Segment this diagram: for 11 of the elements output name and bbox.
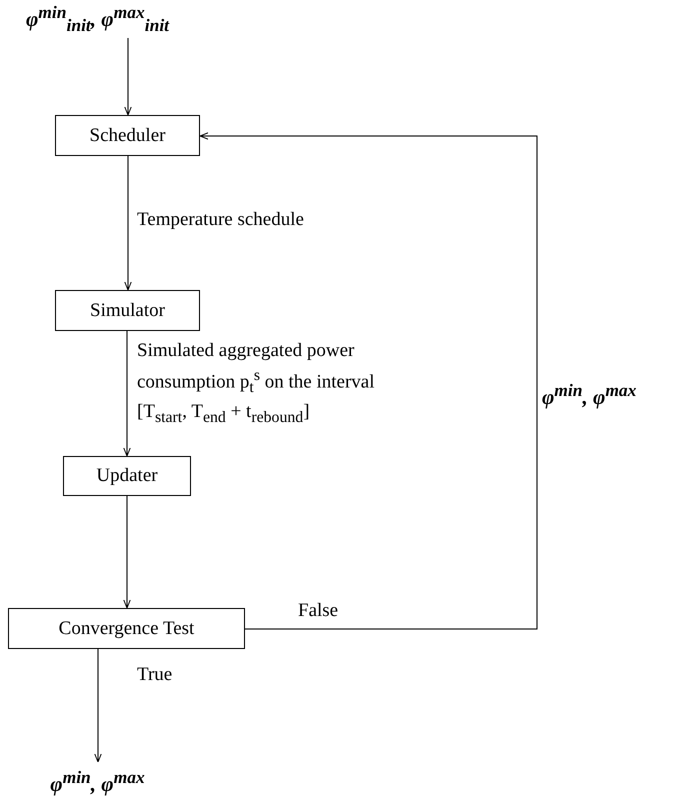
math-label: φ$^{min}$, φ$^{max}$ xyxy=(20,762,175,802)
arrow xyxy=(124,156,132,290)
process-box: Simulator xyxy=(55,290,200,331)
process-box: Scheduler xyxy=(55,115,200,156)
process-box: Updater xyxy=(63,456,191,496)
arrow xyxy=(123,330,131,456)
arrow xyxy=(94,648,102,762)
arrow xyxy=(123,496,131,608)
arrow xyxy=(124,38,132,116)
decision-box: Convergence Test xyxy=(8,608,245,649)
arrow xyxy=(200,132,538,630)
